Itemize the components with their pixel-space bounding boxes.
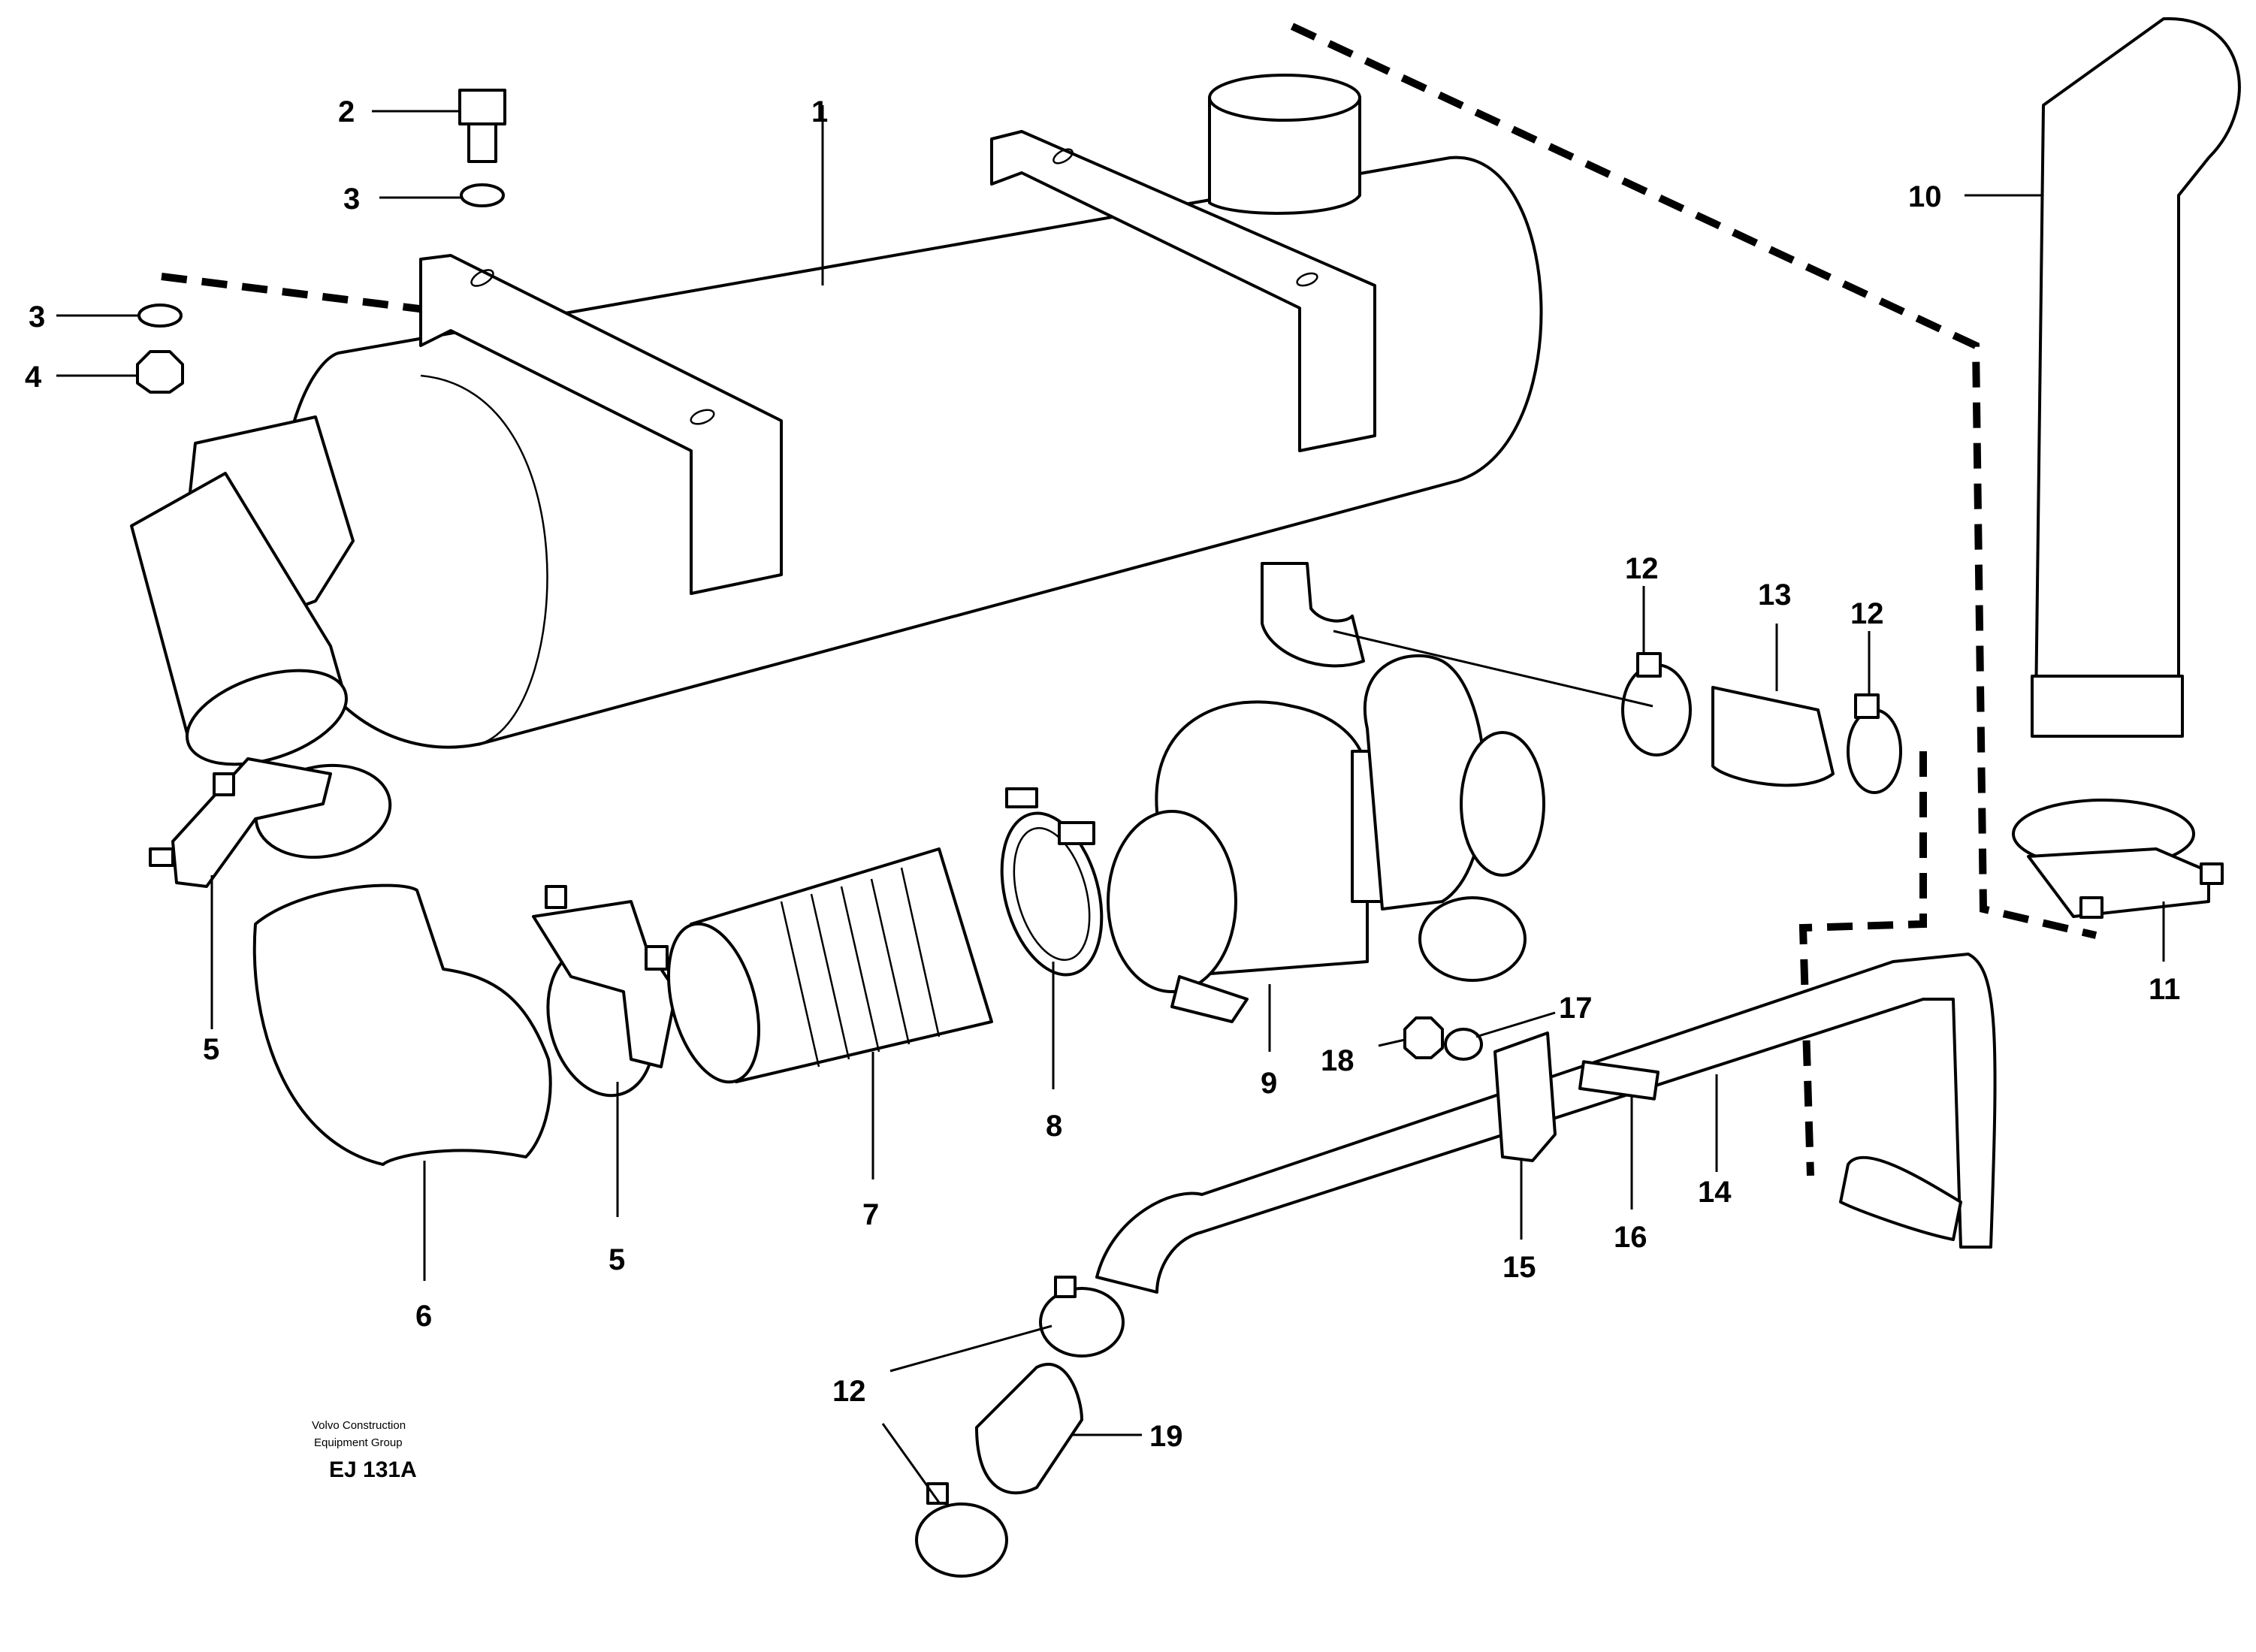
callout-4: 4: [25, 361, 42, 394]
callout-12-left: 12: [1625, 552, 1659, 585]
turbocharger: [1107, 654, 1545, 1023]
callout-3-top: 3: [343, 183, 360, 216]
callout-6: 6: [415, 1300, 432, 1333]
callout-17: 17: [1559, 992, 1593, 1025]
pipe-bracket: [1493, 1031, 1557, 1162]
hose-sleeve: [1711, 686, 1835, 787]
callout-14: 14: [1698, 1176, 1732, 1209]
clamp-right: [2012, 799, 2224, 919]
callout-10: 10: [1908, 180, 1942, 213]
drawing-reference: EJ 131A: [329, 1457, 417, 1482]
callout-12-right: 12: [1850, 597, 1884, 630]
hose-clamp-lower-top-screw: [1054, 1276, 1077, 1298]
callout-16: 16: [1614, 1221, 1647, 1254]
credit-block: Volvo Construction Equipment Group EJ 13…: [312, 1419, 417, 1482]
muffler: [130, 74, 1543, 766]
elbow-hose: [252, 883, 552, 1166]
callout-2: 2: [338, 95, 355, 128]
callout-18: 18: [1321, 1044, 1355, 1077]
drain-pipe: [1095, 953, 1997, 1294]
callout-leaders: [56, 105, 2165, 1503]
bracket-bolt: [1578, 1060, 1660, 1101]
washer-left: [137, 304, 183, 328]
callout-12-lower: 12: [832, 1375, 866, 1408]
hose-clamp-lower-bottom: [915, 1503, 1008, 1578]
hose-clamp-lower-top: [1039, 1287, 1125, 1358]
hose-clamp-right: [1847, 708, 1902, 794]
nut: [136, 350, 184, 394]
bracket-washer: [1444, 1028, 1483, 1061]
callout-numbers: 1 2 3 3 4 5 5 6 7 8 9 10 11 12 12 12 13 …: [25, 95, 2180, 1453]
credit-line-2: Equipment Group: [314, 1436, 403, 1449]
hose-clamp-screw-right: [1854, 693, 1880, 719]
callout-1: 1: [811, 95, 828, 128]
connecting-hose: [975, 1363, 1083, 1495]
callout-11: 11: [2149, 973, 2180, 1006]
v-band-clamp: [1000, 787, 1104, 977]
callout-13: 13: [1758, 578, 1792, 612]
flexible-bellows: [666, 847, 993, 1084]
callout-5-center: 5: [609, 1243, 625, 1276]
clamp-center: [532, 885, 678, 1098]
clamp-left: [149, 757, 392, 888]
callout-8: 8: [1046, 1110, 1062, 1143]
callout-9: 9: [1261, 1067, 1277, 1100]
hose-clamp-left: [1621, 663, 1692, 757]
bolt: [458, 89, 506, 163]
callout-3-left: 3: [29, 301, 45, 334]
drain-pipe-end: [1839, 1155, 1962, 1241]
hose-clamp-screw-left: [1636, 652, 1662, 678]
callout-19: 19: [1149, 1420, 1183, 1453]
bracket-nut: [1403, 1016, 1444, 1059]
callout-5-left: 5: [203, 1033, 219, 1066]
hose-clamp-lower-bottom-screw: [926, 1482, 949, 1505]
exhaust-pipe: [2031, 17, 2241, 738]
credit-line-1: Volvo Construction: [312, 1419, 406, 1432]
callout-7: 7: [862, 1198, 879, 1231]
callout-15: 15: [1502, 1251, 1536, 1284]
washer-top: [460, 183, 505, 207]
